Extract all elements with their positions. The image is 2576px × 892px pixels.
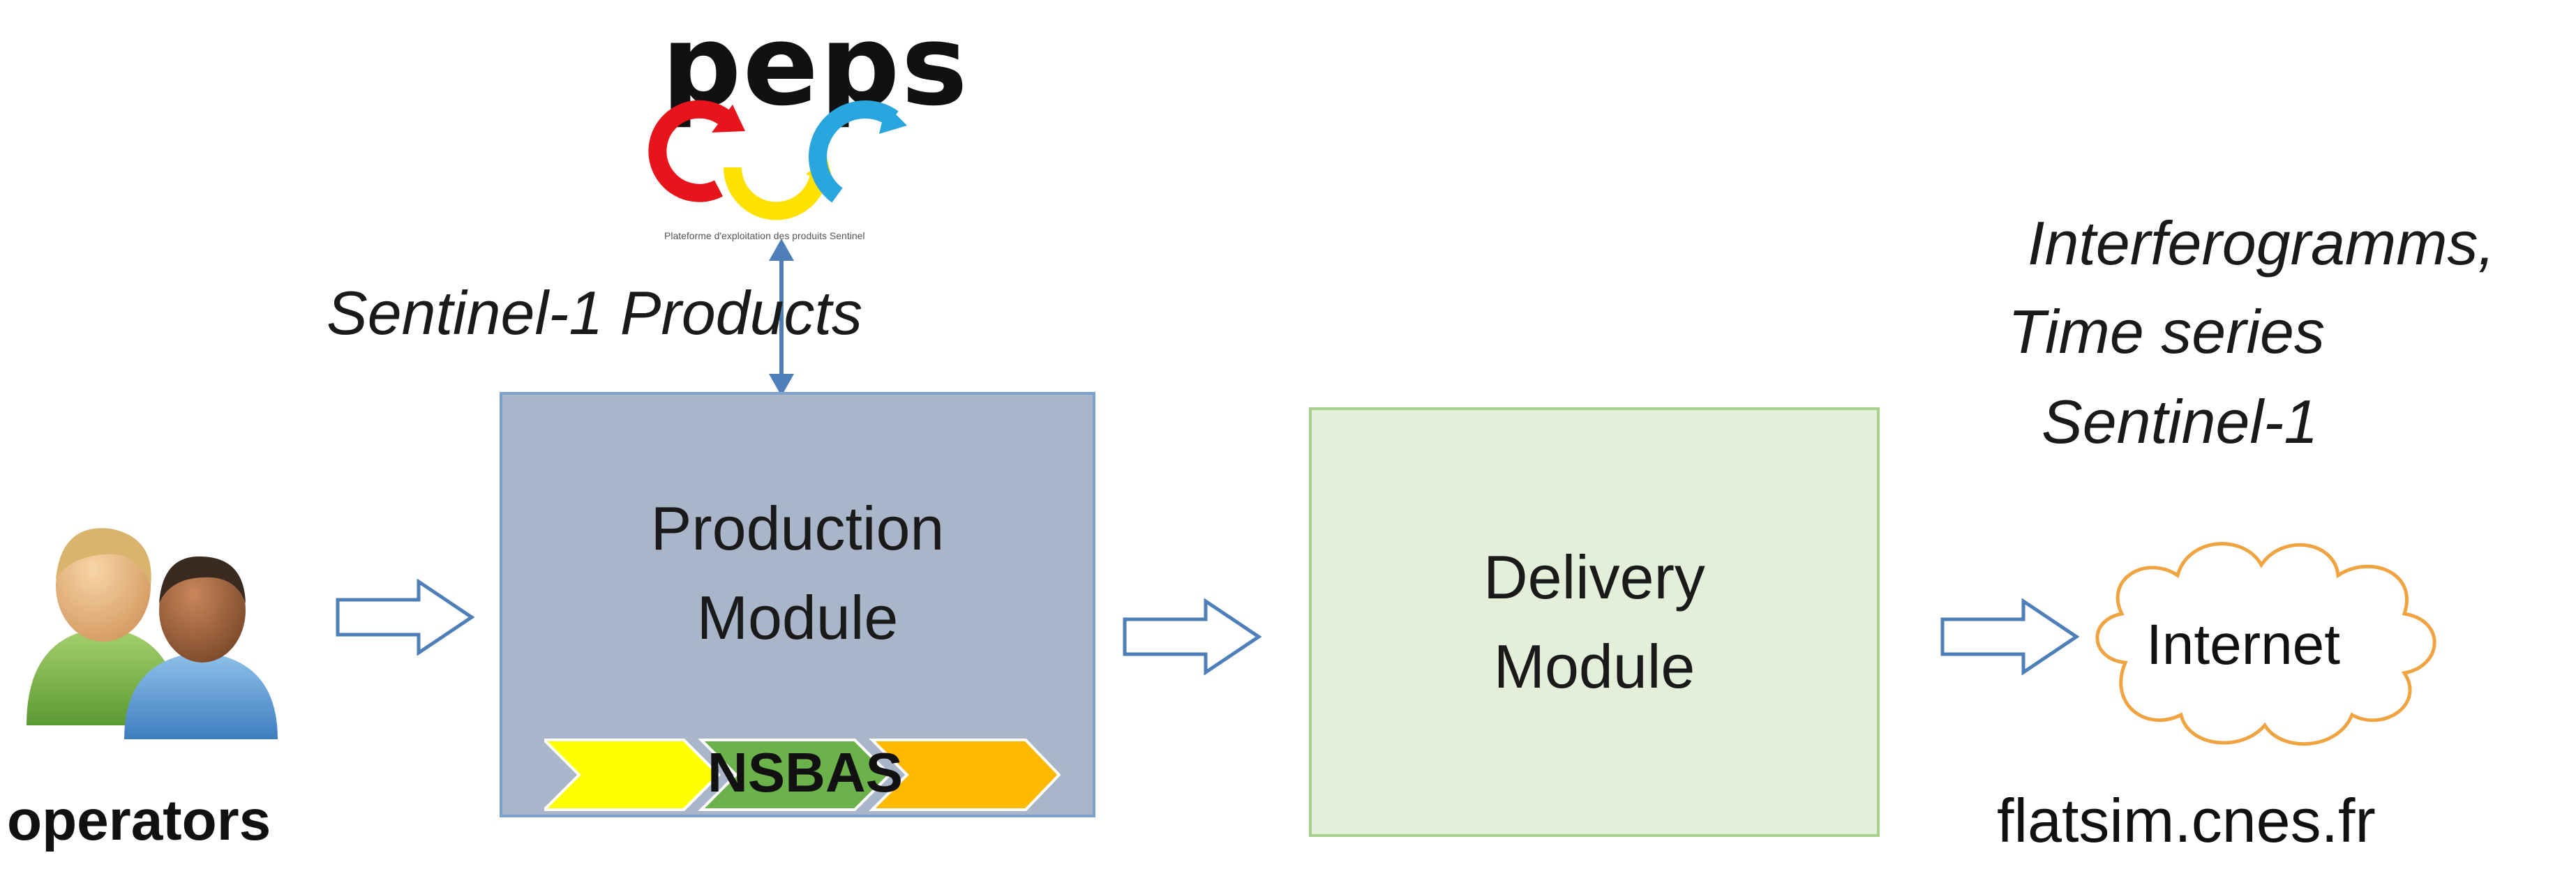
operators-icon	[27, 528, 278, 739]
peps-logo: peps Plateforme d'exploitation des produ…	[628, 0, 968, 251]
arrow-right-icon	[1123, 598, 1261, 675]
chevron-icon	[698, 739, 892, 811]
peps-logo-icon	[648, 100, 907, 220]
chevron-icon	[544, 739, 721, 811]
nsbas-chevrons	[544, 739, 1061, 811]
outputs-line-3: Sentinel-1	[2042, 387, 2319, 456]
chevron-icon	[869, 739, 1061, 811]
arrow-right-icon	[1940, 598, 2079, 675]
outputs-line-2: Time series	[2008, 297, 2325, 366]
production-module-title: Production Module	[650, 494, 945, 652]
internet-label: Internet	[2146, 613, 2341, 676]
arrow-right-icon	[336, 579, 474, 656]
nsbas-label: NSBAS	[707, 741, 904, 803]
outputs-line-1: Interferogramms,	[2028, 209, 2495, 278]
delivery-module: Delivery Module	[1309, 407, 1880, 837]
url-label: flatsim.cnes.fr	[1997, 786, 2376, 855]
delivery-module-title: Delivery Module	[1483, 543, 1705, 701]
peps-logo-tagline: Plateforme d'exploitation des produits S…	[664, 230, 865, 241]
production-module: Production Module NSBAS	[500, 392, 1095, 817]
input-products-label: Sentinel-1 Products	[327, 278, 862, 347]
operators-label: operators	[7, 789, 271, 852]
double-arrow-icon	[769, 239, 794, 396]
cloud-icon	[2095, 542, 2436, 746]
